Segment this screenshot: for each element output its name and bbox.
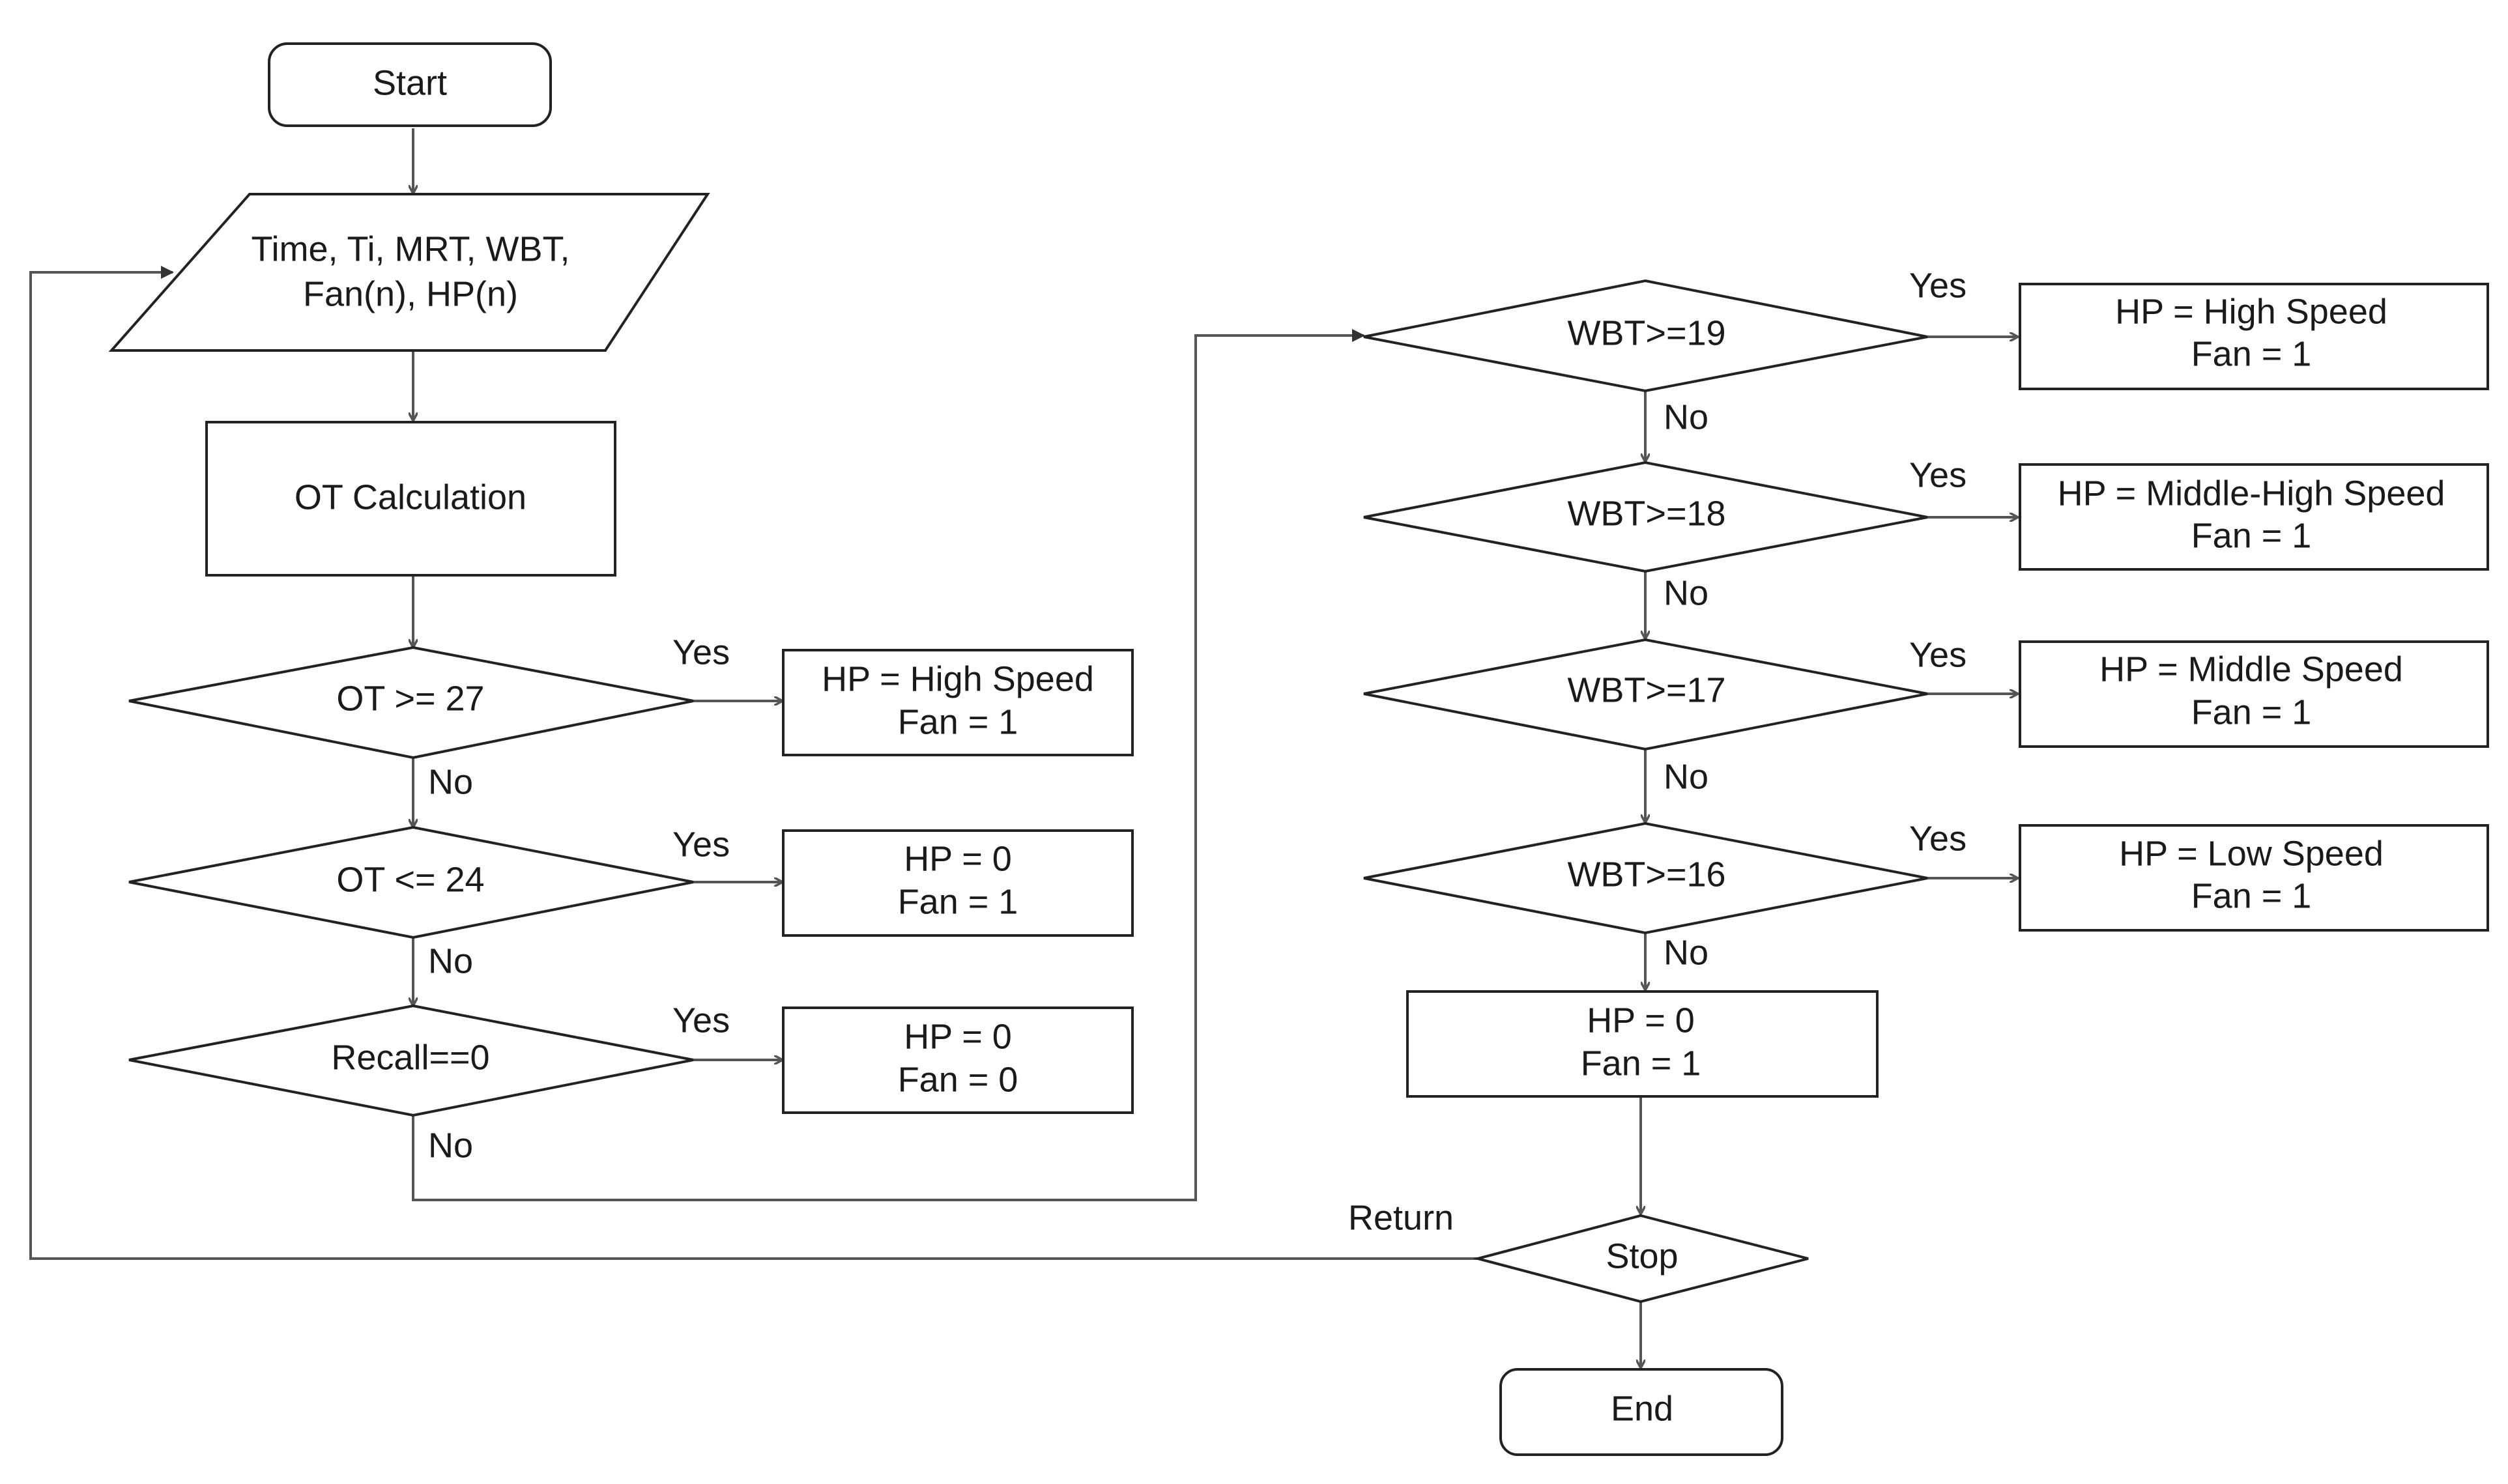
node-label: HP = High Speed	[2115, 292, 2387, 331]
edge-label-yes: Yes	[1909, 266, 1967, 305]
edge-label-no: No	[1664, 933, 1708, 972]
edge-label-no: No	[1664, 757, 1708, 796]
output-hp0-fan0: HP = 0 Fan = 0	[782, 1006, 1134, 1114]
node-label: Fan = 1	[2191, 692, 2312, 732]
output-hp-middle-high-speed: HP = Middle-High Speed Fan = 1	[2019, 463, 2489, 571]
edge-stop-return-to-input	[29, 266, 1478, 1260]
edge-label-return: Return	[1348, 1198, 1454, 1237]
edge-label-yes: Yes	[672, 633, 730, 672]
node-label: OT >= 27	[336, 679, 484, 718]
edge-label-yes: Yes	[672, 825, 730, 864]
node-label: Stop	[1606, 1236, 1678, 1276]
node-label: WBT>=19	[1567, 313, 1725, 352]
decision-wbt-ge-19: WBT>=19	[1363, 279, 1928, 393]
edge-label-no: No	[428, 762, 473, 801]
node-label: HP = 0	[904, 1017, 1012, 1056]
output-hp-low-speed: HP = Low Speed Fan = 1	[2019, 824, 2489, 932]
edge-label-yes: Yes	[1909, 635, 1967, 674]
node-label: End	[1611, 1389, 1673, 1428]
node-label: Fan = 1	[2191, 876, 2312, 915]
edges	[29, 128, 2017, 1367]
ot-calculation-process: OT Calculation	[205, 421, 616, 577]
output-hp-middle-speed: HP = Middle Speed Fan = 1	[2019, 640, 2489, 748]
node-label: Time, Ti, MRT, WBT,	[251, 229, 569, 268]
node-label: Fan = 1	[898, 882, 1018, 921]
edge-label-no: No	[1664, 573, 1708, 612]
node-label: Start	[373, 63, 447, 102]
decision-recall-eq-0: Recall==0	[128, 1004, 694, 1117]
node-label: HP = Low Speed	[2119, 834, 2384, 873]
start-terminal: Start	[268, 42, 552, 127]
node-label: HP = 0	[904, 839, 1012, 878]
node-label: Fan(n), HP(n)	[303, 274, 518, 313]
decision-ot-le-24: OT <= 24	[128, 825, 694, 939]
edge-label-no: No	[1664, 397, 1708, 436]
node-label: HP = Middle-High Speed	[2058, 474, 2445, 513]
end-terminal: End	[1499, 1368, 1783, 1456]
node-label: Fan = 1	[898, 702, 1018, 741]
decision-wbt-ge-16: WBT>=16	[1363, 821, 1928, 935]
decision-wbt-ge-17: WBT>=17	[1363, 638, 1928, 751]
node-label: Fan = 1	[1581, 1044, 1701, 1083]
node-label: Fan = 0	[898, 1060, 1018, 1099]
edge-recall-no-to-wbt19	[412, 329, 1365, 1201]
node-label: OT <= 24	[336, 860, 484, 899]
nodes: Start Time, Ti, MRT, WBT, Fan(n), HP(n) …	[108, 42, 2489, 1456]
edge-label-no: No	[428, 1126, 473, 1165]
output-hp-high-speed-right: HP = High Speed Fan = 1	[2019, 283, 2489, 390]
node-label: OT Calculation	[295, 478, 526, 517]
node-label: Fan = 1	[2191, 516, 2312, 555]
edge-label-yes: Yes	[1909, 819, 1967, 858]
output-hp0-fan1-right: HP = 0 Fan = 1	[1406, 990, 1879, 1098]
decision-ot-ge-27: OT >= 27	[128, 646, 694, 760]
node-label: Recall==0	[331, 1038, 489, 1077]
decision-wbt-ge-18: WBT>=18	[1363, 461, 1928, 573]
edge-labels: Yes No Yes No Yes No Yes No Yes No Yes N…	[428, 266, 1967, 1237]
edge-label-yes: Yes	[1909, 455, 1967, 494]
node-label: HP = Middle Speed	[2099, 649, 2403, 689]
node-label: Fan = 1	[2191, 334, 2312, 373]
edge-label-no: No	[428, 941, 473, 980]
decision-stop: Stop	[1473, 1214, 1809, 1304]
output-hp0-fan1-left: HP = 0 Fan = 1	[782, 829, 1134, 937]
edge-label-yes: Yes	[672, 1001, 730, 1040]
input-data: Time, Ti, MRT, WBT, Fan(n), HP(n)	[108, 193, 710, 352]
node-label: WBT>=18	[1567, 494, 1725, 533]
node-label: HP = High Speed	[822, 659, 1094, 698]
node-label: WBT>=17	[1567, 670, 1725, 709]
node-label: HP = 0	[1587, 1001, 1695, 1040]
output-hp-high-speed-left: HP = High Speed Fan = 1	[782, 649, 1134, 756]
node-label: WBT>=16	[1567, 855, 1725, 894]
